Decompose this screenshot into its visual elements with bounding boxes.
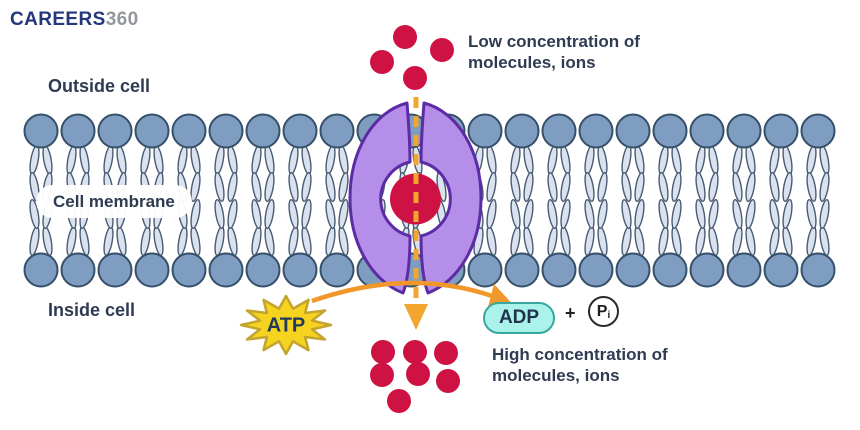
cell-membrane-label: Cell membrane — [53, 192, 175, 211]
phospholipid-heads — [23, 113, 836, 288]
careers360-logo: CAREERS360 — [10, 9, 139, 31]
adp-badge: ADP — [483, 302, 555, 334]
transport-direction-arrow — [404, 97, 428, 330]
molecule-dot-icon — [403, 340, 427, 364]
plus-sign: + — [565, 303, 576, 323]
cell-membrane-label-pill: Cell membrane — [36, 185, 192, 218]
atp-star-icon — [239, 294, 333, 356]
transport-protein-right-half — [419, 101, 483, 295]
adp-label: ADP — [498, 307, 540, 328]
atp-label: ATP — [266, 314, 306, 337]
molecule-dot-icon — [370, 363, 394, 387]
molecule-dot-icon — [430, 38, 454, 62]
molecule-dot-icon — [406, 362, 430, 386]
molecule-dot-icon — [393, 25, 417, 49]
molecule-dot-icon — [387, 389, 411, 413]
molecule-dot-icon — [434, 341, 458, 365]
molecule-dot-icon — [370, 50, 394, 74]
logo-brand-text: CAREERS — [10, 9, 106, 30]
outside-cell-label: Outside cell — [48, 76, 151, 96]
molecule-dot-icon — [436, 369, 460, 393]
logo-suffix-text: 360 — [105, 9, 139, 30]
molecule-dot-icon — [371, 340, 395, 364]
molecule-dots-outside — [370, 25, 454, 90]
low-concentration-label: Low concentration of molecules, ions — [468, 32, 640, 72]
high-concentration-label: High concentration of molecules, ions — [492, 345, 668, 385]
phosphate-subscript: i — [607, 309, 611, 321]
transport-protein-left-half — [348, 101, 412, 295]
phosphate-symbol: P — [596, 302, 608, 320]
transport-protein — [348, 101, 483, 295]
molecule-dot-icon — [403, 66, 427, 90]
inside-cell-label: Inside cell — [48, 300, 136, 320]
molecule-dots-inside — [370, 340, 460, 413]
